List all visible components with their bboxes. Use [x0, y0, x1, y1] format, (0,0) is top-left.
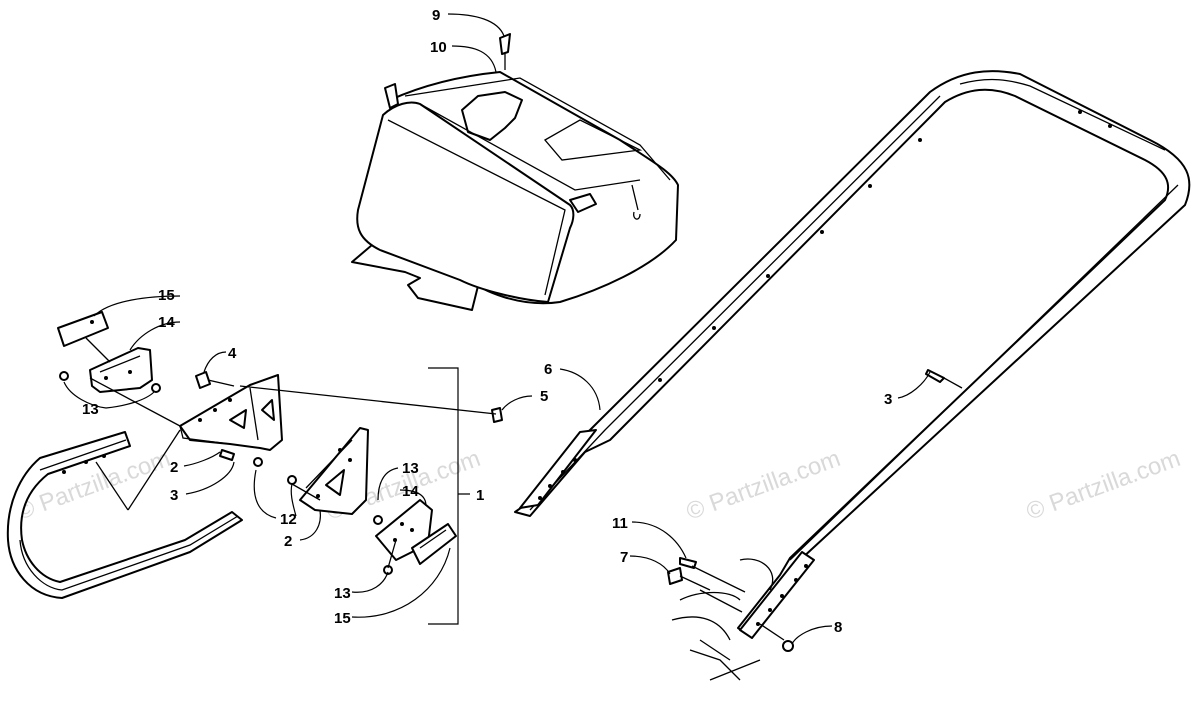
callout-15: 15 [158, 287, 175, 304]
callout-3: 3 [170, 487, 178, 504]
handle-frame[interactable] [514, 70, 1191, 639]
storage-bag[interactable] [351, 71, 679, 311]
callout-14: 14 [402, 483, 419, 500]
chassis-context [671, 558, 774, 681]
nut[interactable] [782, 640, 794, 652]
nut[interactable] [59, 371, 69, 381]
hitch-bracket-left[interactable] [179, 374, 283, 451]
nut[interactable] [151, 383, 161, 393]
watermark: © Partzilla.com [683, 445, 844, 526]
assembly-lines [85, 337, 785, 641]
group-bracket [428, 367, 470, 625]
callout-12: 12 [280, 511, 297, 528]
clip[interactable] [491, 407, 503, 423]
reflector-right[interactable] [411, 523, 457, 565]
callout-14: 14 [158, 314, 175, 331]
bolt[interactable] [667, 567, 711, 591]
callout-11: 11 [612, 515, 628, 532]
bolt[interactable] [195, 371, 235, 389]
callout-7: 7 [620, 549, 628, 566]
callout-2: 2 [170, 459, 178, 476]
callout-13: 13 [334, 585, 351, 602]
callout-9: 9 [432, 7, 440, 24]
pin-fastener[interactable] [219, 449, 235, 461]
callout-1: 1 [476, 487, 484, 504]
callout-8: 8 [834, 619, 842, 636]
callout-13: 13 [402, 460, 419, 477]
leader-lines [63, 13, 931, 645]
watermark: © Partzilla.com [1023, 445, 1184, 526]
rear-bumper[interactable] [6, 431, 243, 599]
bolt[interactable] [287, 475, 297, 485]
nut[interactable] [373, 515, 383, 525]
callout-4: 4 [228, 345, 237, 362]
callout-10: 10 [430, 39, 447, 56]
callout-2: 2 [284, 533, 292, 550]
callout-5: 5 [540, 388, 548, 405]
pin-fastener[interactable] [679, 557, 697, 569]
callout-6: 6 [544, 361, 552, 378]
reflector-bracket-left[interactable] [89, 347, 153, 393]
callout-15: 15 [334, 610, 351, 627]
pin-fastener[interactable] [925, 369, 963, 389]
pin-fastener[interactable] [499, 33, 511, 70]
bolt[interactable] [253, 457, 263, 467]
callout-13: 13 [82, 401, 99, 418]
callout-labels: 9 10 15 14 4 6 5 13 2 3 12 2 13 14 1 13 … [82, 7, 892, 636]
hitch-bracket-right[interactable] [299, 427, 369, 515]
reflector-left[interactable] [57, 311, 109, 347]
callout-3: 3 [884, 391, 892, 408]
